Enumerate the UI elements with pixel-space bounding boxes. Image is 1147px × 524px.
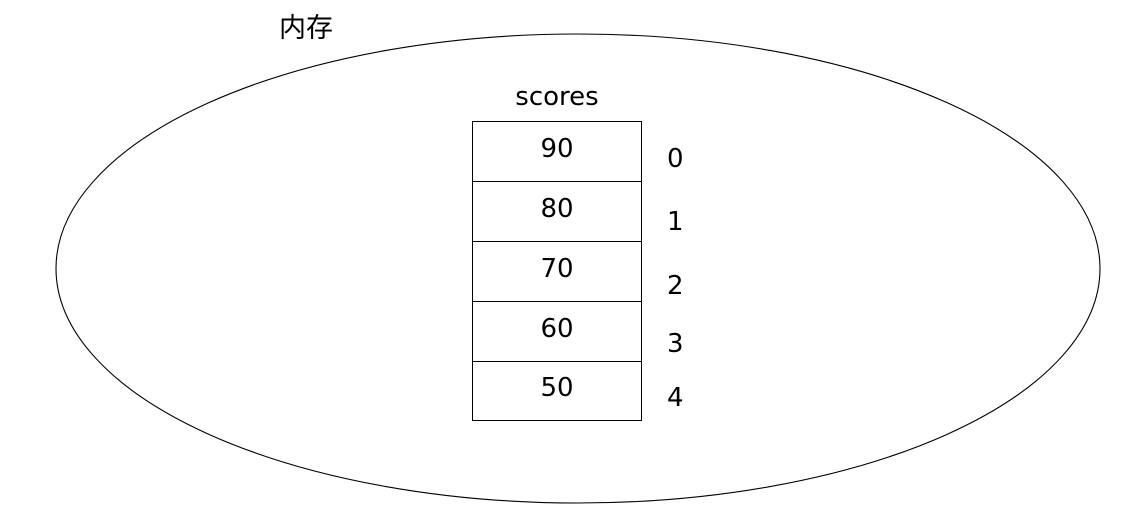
table-row: 50	[473, 362, 641, 420]
index-label: 4	[667, 383, 684, 413]
index-label: 2	[667, 271, 684, 301]
cell-value: 90	[540, 133, 574, 164]
table-row: 70	[473, 242, 641, 302]
array-name-label: scores	[515, 82, 599, 112]
index-label: 0	[667, 144, 684, 174]
cell-value: 50	[540, 373, 574, 403]
table-row: 80	[473, 182, 641, 242]
cell-value: 60	[540, 313, 574, 344]
table-row: 60	[473, 302, 641, 362]
index-label: 1	[667, 207, 684, 237]
array-table: 90 80 70 60 50	[472, 121, 642, 421]
index-label: 3	[667, 329, 684, 359]
cell-value: 80	[540, 193, 574, 224]
cell-value: 70	[540, 253, 574, 284]
table-row: 90	[473, 122, 641, 182]
memory-label: 内存	[279, 13, 333, 44]
